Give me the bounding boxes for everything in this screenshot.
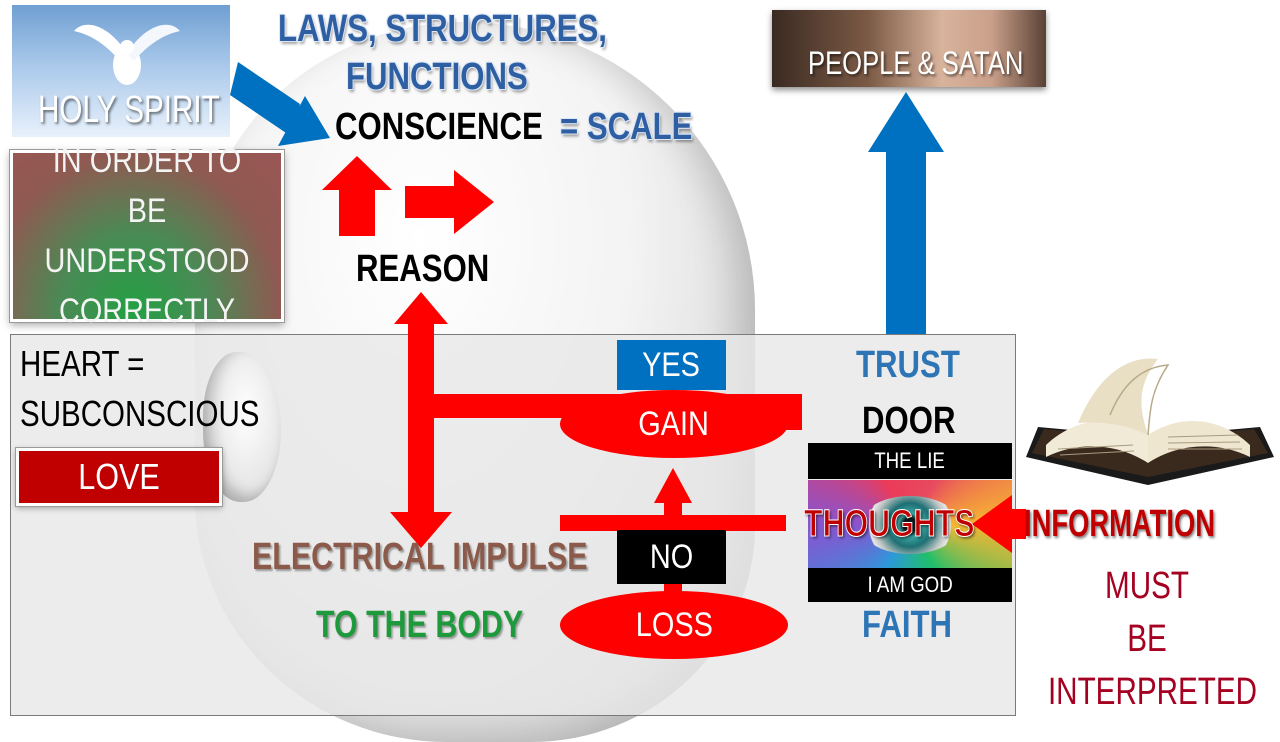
loss-label-wrap: LOSS [560,593,788,657]
conscience-label: CONSCIENCE [335,106,543,148]
people-satan-label: PEOPLE & SATAN [808,45,1024,81]
faith-label: FAITH [862,604,953,646]
heart-label-line-1: HEART = [20,343,145,384]
must-line-1: MUST [1105,565,1189,607]
red-arrow-information [972,495,1026,553]
red-arrow-up-conscience [322,156,392,236]
arrow-overlay [230,62,1026,659]
blue-arrow-holy-spirit [230,62,330,146]
red-arrow-right [405,170,494,234]
scale-label: = SCALE [560,106,693,148]
gain-label-wrap: GAIN [560,392,788,456]
electrical-impulse-label: ELECTRICAL IMPULSE [252,536,588,578]
people-satan-image: PEOPLE & SATAN [772,10,1046,87]
understood-correctly-box: IN ORDER TO BE UNDERSTOOD CORRECTLY [10,142,284,330]
the-lie-bar: THE LIE [808,443,1012,479]
understood-line-3: CORRECTLY [58,292,236,330]
no-label: NO [649,537,694,576]
gain-ellipse [560,390,788,458]
i-am-god-label: I AM GOD [867,572,953,597]
door-label: DOOR [862,400,956,442]
the-lie-label: THE LIE [874,448,946,473]
reason-label: REASON [356,248,490,290]
understood-line-2: UNDERSTOOD [44,242,250,280]
loss-ellipse [560,591,788,659]
dove-icon [74,24,180,85]
gain-label: GAIN [638,404,710,443]
laws-structures-line-2: FUNCTIONS [346,56,528,98]
must-line-3: INTERPRETED [1047,671,1258,713]
to-the-body-label: TO THE BODY [316,604,524,646]
no-box: NO [617,530,726,584]
must-be-interpreted: MUST BE INTERPRETED [1020,560,1274,719]
trust-label: TRUST [856,344,960,386]
must-line-2: BE [1127,618,1167,660]
yes-label: YES [642,345,701,384]
open-bible-icon [1026,358,1274,485]
holy-spirit-label: HOLY SPIRIT [38,89,220,131]
yes-box: YES [617,340,726,390]
laws-structures-line-1: LAWS, STRUCTURES, [278,8,607,50]
understood-line-1: IN ORDER TO BE [52,142,242,230]
love-box: LOVE [16,448,222,506]
thoughts-label: THOUGHTS [804,503,975,545]
information-label: INFORMATION [1024,503,1215,545]
i-am-god-bar: I AM GOD [808,568,1012,602]
blue-arrow-up-people [868,92,944,334]
heart-label-line-2: SUBCONSCIOUS [20,393,260,434]
eye-icon [860,496,960,554]
loss-label: LOSS [635,605,713,644]
love-label: LOVE [78,456,160,497]
holy-spirit-image: HOLY SPIRIT [12,5,230,137]
